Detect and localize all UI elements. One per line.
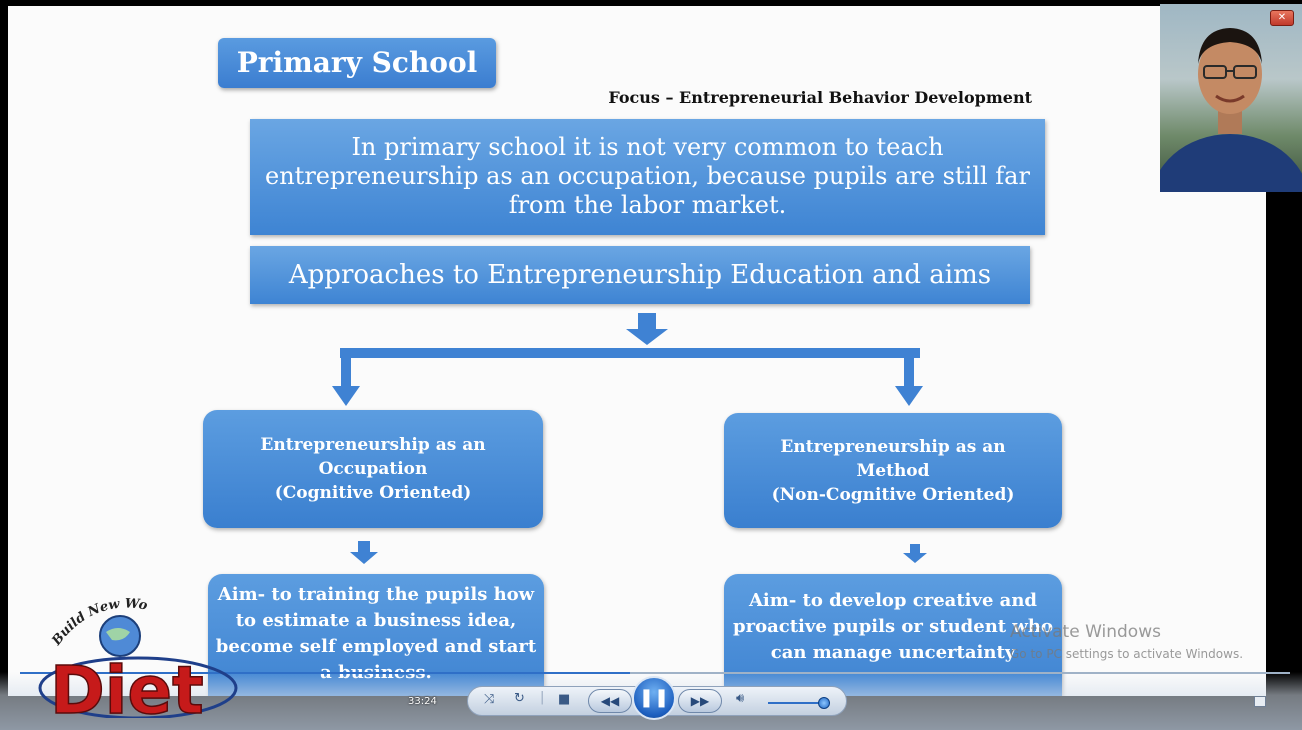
presenter-avatar [1160,28,1302,192]
pause-icon[interactable]: ❚❚ [632,676,676,720]
method-box: Entrepreneurship as an Method (Non-Cogni… [724,413,1062,528]
activate-windows-title: Activate Windows [1010,622,1161,642]
webcam-close-button[interactable]: ✕ [1270,10,1294,26]
seek-bar-progress [20,672,630,674]
branch-right-stem [904,348,914,388]
webcam-overlay: ✕ [1160,4,1302,192]
focus-text: Focus – Entrepreneurial Behavior Develop… [608,88,1032,107]
arrow-down-left [350,541,378,564]
activate-windows-subtitle: Go to PC settings to activate Windows. [1010,647,1244,661]
presentation-slide: Primary School Focus – Entrepreneurial B… [8,6,1266,696]
arrow-left-head [332,386,360,406]
occupation-line2: Occupation [318,459,428,479]
media-player-controls: 33:24 ⤨ ↻ | ■ ◀◀ ❚❚ ▶▶ 🔊︎ [0,672,1302,730]
volume-icon[interactable]: 🔊︎ [736,691,745,706]
arrow-down-right [903,544,927,563]
rewind-icon[interactable]: ◀◀ [588,689,632,713]
branch-bar [340,348,920,358]
method-line1: Entrepreneurship as an [780,436,1006,457]
volume-slider[interactable] [768,702,824,704]
separator: | [540,690,545,705]
slide-title: Primary School [218,38,496,88]
elapsed-time: 33:24 [408,696,437,707]
fullscreen-icon[interactable] [1254,696,1266,707]
occupation-box: Entrepreneurship as an Occupation (Cogni… [203,410,543,528]
occupation-line1: Entrepreneurship as an [260,435,486,455]
method-line3: (Non-Cognitive Oriented) [771,484,1015,505]
shuffle-icon[interactable]: ⤨ [484,692,495,707]
occupation-line3: (Cognitive Oriented) [274,483,472,503]
intro-box: In primary school it is not very common … [250,119,1045,235]
arrow-right-head [895,386,923,406]
repeat-icon[interactable]: ↻ [514,691,525,706]
volume-knob[interactable] [818,697,830,709]
diet-logo: Build New World Diet [38,588,238,718]
seek-bar[interactable] [20,672,1290,674]
logo-brand-text: Diet [50,652,204,718]
method-line2: Method [856,460,930,481]
branch-left-stem [341,348,351,388]
stop-icon[interactable]: ■ [558,692,571,707]
approaches-box: Approaches to Entrepreneurship Education… [250,246,1030,304]
flow-arrows [332,313,927,564]
arrow-down-main [626,313,668,345]
fast-forward-icon[interactable]: ▶▶ [678,689,722,713]
